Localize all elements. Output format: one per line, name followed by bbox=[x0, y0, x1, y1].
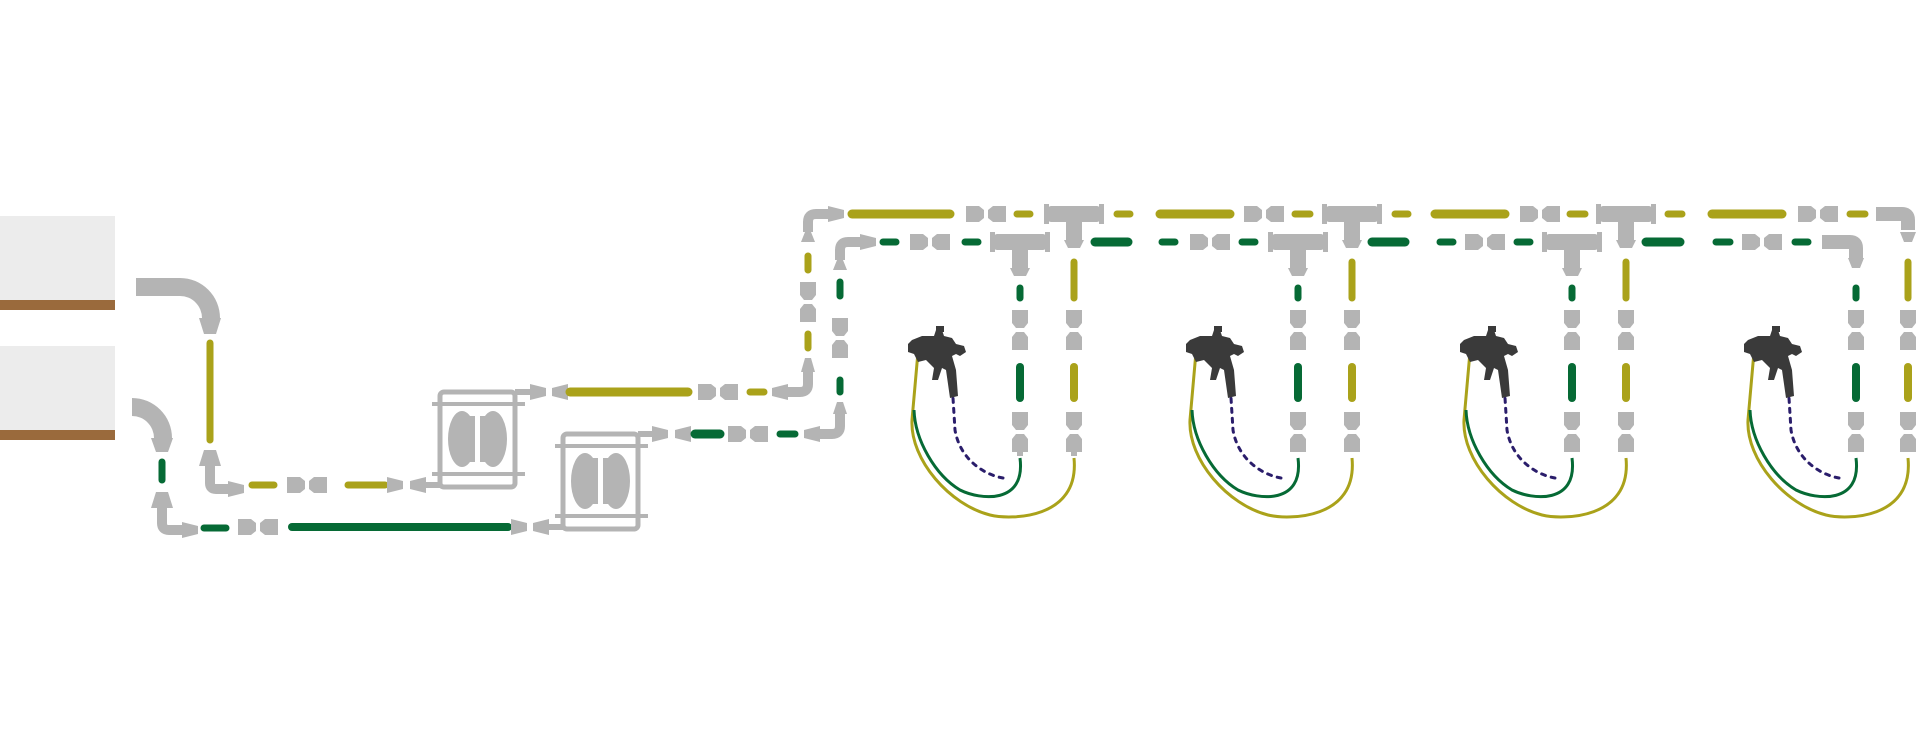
tank-b-outlet bbox=[132, 398, 565, 538]
spray-station-3 bbox=[1460, 258, 1634, 519]
pump-a bbox=[432, 392, 525, 487]
tank-b bbox=[0, 346, 115, 440]
tank-a bbox=[0, 216, 115, 310]
pump-a-discharge bbox=[515, 206, 844, 400]
pump-b bbox=[555, 434, 648, 529]
pump-b-discharge bbox=[638, 234, 876, 442]
manifold-line-b bbox=[879, 232, 1864, 276]
spray-station-1 bbox=[908, 258, 1082, 519]
spray-station-2 bbox=[1186, 258, 1360, 519]
manifold-line-a bbox=[847, 204, 1916, 248]
spray-station-4 bbox=[1744, 258, 1916, 519]
tank-a-outlet bbox=[136, 278, 440, 497]
